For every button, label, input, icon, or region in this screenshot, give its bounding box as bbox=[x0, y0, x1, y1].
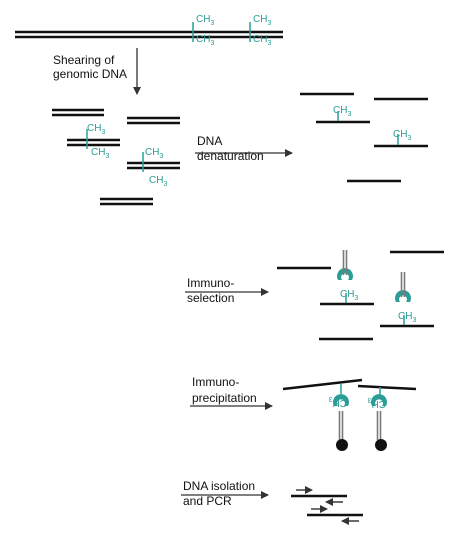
methyl-subscript: 3 bbox=[267, 40, 271, 47]
methyl-group: CH3 bbox=[368, 387, 386, 409]
methyl-group: CH3 bbox=[329, 384, 347, 408]
svg-text:CH3: CH3 bbox=[253, 14, 271, 27]
bound-antibody bbox=[371, 394, 387, 440]
methyl-label: CH bbox=[87, 123, 101, 134]
svg-text:CH3: CH3 bbox=[87, 123, 105, 136]
methyl-label: CH bbox=[253, 14, 267, 25]
methyl-label: CH bbox=[196, 34, 210, 45]
svg-text:CH3: CH3 bbox=[91, 147, 109, 160]
methyl-label: CH bbox=[333, 105, 347, 116]
svg-text:CH3: CH3 bbox=[253, 34, 271, 47]
methyl-label: CH bbox=[340, 289, 354, 300]
isolation-label-line2: and PCR bbox=[183, 494, 232, 508]
single-stranded-fragments bbox=[300, 92, 428, 183]
methyl-subscript: 3 bbox=[407, 135, 411, 142]
methyl-subscript: 3 bbox=[163, 181, 167, 188]
methyl-label: CH bbox=[196, 14, 210, 25]
sheared-fragments bbox=[52, 108, 180, 206]
methyl-group: CH3 CH3 bbox=[192, 14, 214, 47]
methyl-group: CH3 bbox=[333, 105, 351, 121]
antibody bbox=[336, 249, 354, 281]
methyl-group: CH3 CH3 bbox=[249, 14, 271, 47]
svg-text:CH3: CH3 bbox=[368, 396, 386, 409]
svg-text:CH3: CH3 bbox=[340, 289, 358, 302]
svg-text:CH3: CH3 bbox=[329, 395, 347, 408]
svg-text:CH3: CH3 bbox=[196, 34, 214, 47]
methyl-label: CH bbox=[398, 311, 412, 322]
methyl-subscript: 3 bbox=[210, 20, 214, 27]
methyl-subscript: 3 bbox=[354, 295, 358, 302]
svg-text:CH3: CH3 bbox=[398, 311, 416, 324]
methyl-group: CH3 bbox=[398, 311, 416, 325]
methyl-group: CH3 bbox=[393, 129, 411, 145]
methyl-subscript: 3 bbox=[267, 20, 271, 27]
svg-text:CH3: CH3 bbox=[196, 14, 214, 27]
svg-text:CH3: CH3 bbox=[145, 147, 163, 160]
methyl-label: CH bbox=[372, 398, 386, 409]
svg-text:CH3: CH3 bbox=[149, 175, 167, 188]
shearing-label-line1: Shearing of bbox=[53, 53, 115, 67]
genomic-dna bbox=[15, 30, 283, 39]
methyl-subscript: 3 bbox=[159, 153, 163, 160]
bound-antibody bbox=[333, 394, 349, 440]
bead bbox=[336, 439, 348, 451]
methyl-subscript: 3 bbox=[101, 129, 105, 136]
immunoselection-fragments bbox=[277, 250, 444, 341]
denaturation-label-line1: DNA bbox=[197, 134, 222, 148]
methyl-subscript: 3 bbox=[347, 111, 351, 118]
methyl-subscript: 3 bbox=[412, 317, 416, 324]
isolation-label-line1: DNA isolation bbox=[183, 479, 255, 493]
precipitated-fragments bbox=[282, 378, 417, 391]
methyl-subscript: 3 bbox=[105, 153, 109, 160]
methyl-subscript: 3 bbox=[210, 40, 214, 47]
antibody bbox=[394, 271, 412, 303]
methyl-label: CH bbox=[149, 175, 163, 186]
methyl-subscript: 3 bbox=[368, 396, 372, 403]
svg-text:CH3: CH3 bbox=[393, 129, 411, 142]
shearing-label-line2: genomic DNA bbox=[53, 67, 127, 81]
pcr-template-strands bbox=[291, 494, 363, 517]
svg-text:CH3: CH3 bbox=[333, 105, 351, 118]
immunoprecipitation-label-line1: Immuno- bbox=[192, 375, 239, 389]
denaturation-label-line2: denaturation bbox=[197, 149, 264, 163]
methyl-label: CH bbox=[253, 34, 267, 45]
methyl-label: CH bbox=[145, 147, 159, 158]
methyl-label: CH bbox=[333, 397, 347, 408]
ss-fragment bbox=[282, 378, 363, 391]
methyl-subscript: 3 bbox=[329, 395, 333, 402]
bead bbox=[375, 439, 387, 451]
pcr-primers bbox=[296, 486, 359, 525]
immunoselection-label-line2: selection bbox=[187, 291, 234, 305]
immunoprecipitation-label-line2: precipitation bbox=[192, 391, 257, 405]
methyl-group: CH3 CH3 bbox=[86, 123, 109, 160]
immunoselection-label-line1: Immuno- bbox=[187, 276, 234, 290]
methyl-group: CH3 CH3 bbox=[142, 147, 167, 188]
methyl-label: CH bbox=[91, 147, 105, 158]
ss-fragment bbox=[357, 384, 417, 391]
methyl-label: CH bbox=[393, 129, 407, 140]
methyl-group: CH3 bbox=[340, 289, 358, 303]
